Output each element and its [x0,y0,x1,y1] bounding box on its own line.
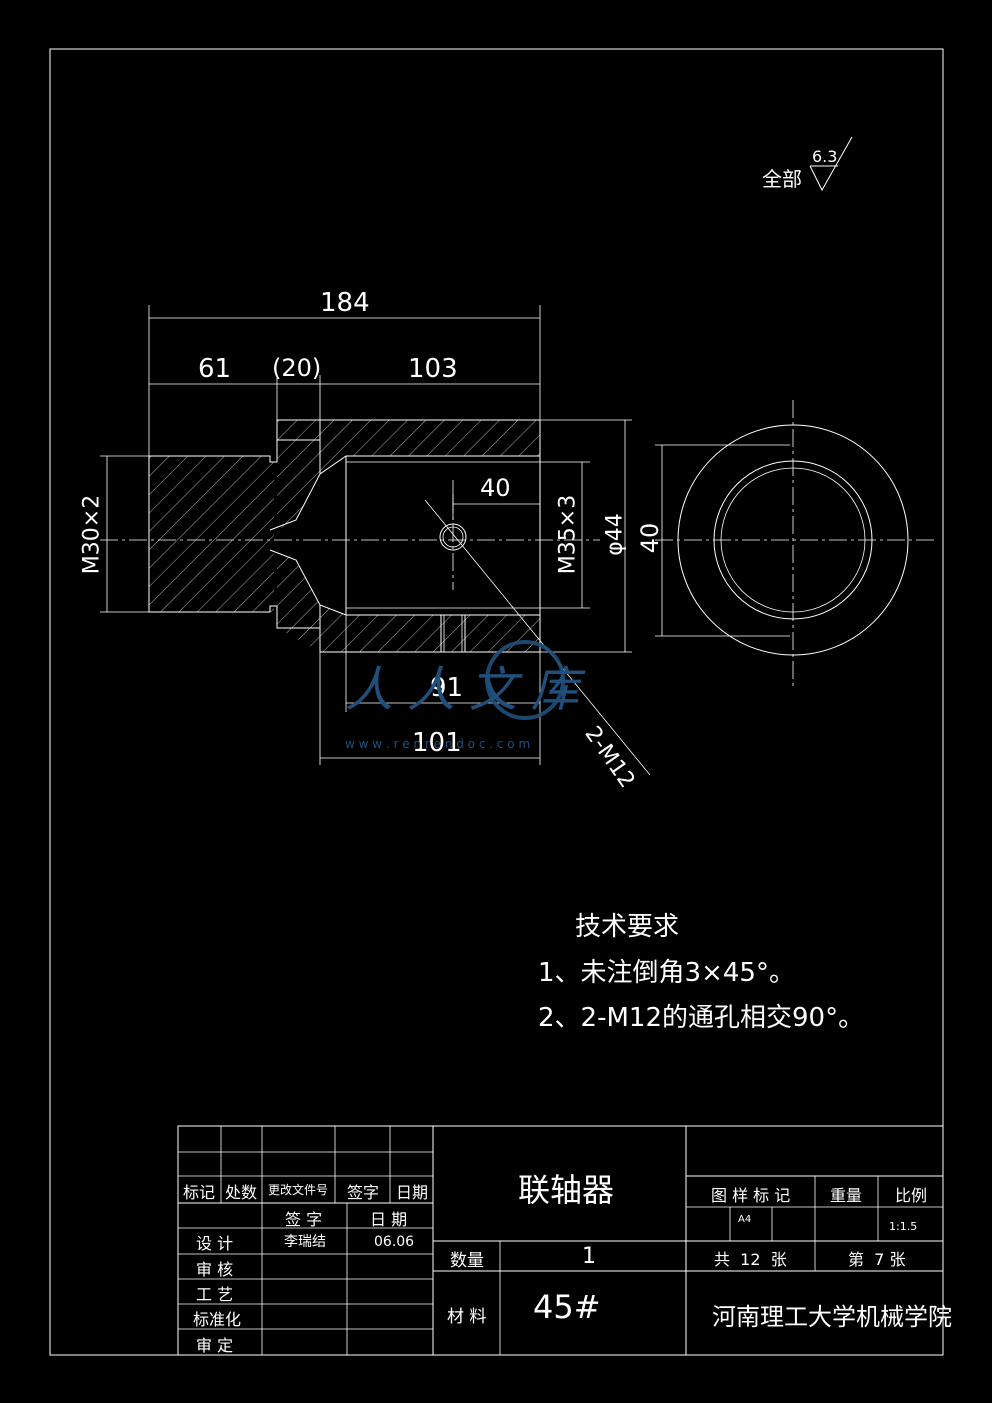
watermark [485,640,565,720]
role-process: 工 艺 [196,1285,234,1304]
roughness-value: 6.3 [812,147,838,166]
role-standard: 标准化 [193,1310,242,1329]
material-label: 材 料 [447,1307,487,1327]
dim-thread-left: M30×2 [79,494,105,575]
surface-roughness-symbol [809,136,853,192]
qty-label: 数量 [450,1251,484,1271]
dim-overall-length: 184 [320,288,370,318]
rev-header-count: 处数 [225,1183,258,1202]
dim-cross-hole: 2-M12 [579,722,640,793]
qty-value: 1 [582,1244,596,1269]
part-name: 联轴器 [518,1171,615,1209]
sheet-size: A4 [738,1214,752,1225]
dim-end-view-dia: 40 [636,522,664,554]
designer-name: 李瑞结 [284,1234,326,1250]
design-date: 06.06 [374,1234,415,1250]
hatch-left [149,456,274,612]
drawing-mark-label: 图 样 标 记 [711,1186,791,1205]
scale-label: 比例 [895,1186,928,1205]
watermark-text: 人人文库 [345,662,594,718]
title-block-grid [177,1125,944,1356]
role-review: 审 核 [196,1260,234,1279]
total-sheets: 共 12 张 [714,1250,787,1269]
sign-header: 签 字 [285,1210,323,1229]
rev-header-sign: 签字 [347,1183,380,1202]
watermark-url: w w w . r e n r e n d o c . c o m [345,737,531,751]
dimension-lines [100,305,790,776]
roughness-label: 全部 [762,167,802,191]
rev-header-doc: 更改文件号 [268,1183,329,1197]
sheet-number: 第 7 张 [848,1250,906,1269]
tech-req-item-1: 1、未注倒角3×45°。 [538,958,795,988]
dim-right-body-len: 101 [412,728,462,758]
rev-header-date: 日期 [396,1183,429,1202]
dim-right-len: 103 [408,354,458,384]
role-design: 设 计 [196,1234,234,1253]
dim-left-len: 61 [198,354,232,384]
dim-outer-dia: φ44 [602,513,628,556]
rev-header-mark: 标记 [183,1183,216,1202]
dim-thread-right: M35×3 [555,494,581,575]
weight-label: 重量 [830,1186,863,1205]
scale-value: 1:1.5 [889,1220,918,1233]
dim-hole-pos: 40 [480,474,511,502]
tech-req-item-2: 2、2-M12的通孔相交90°。 [538,1003,865,1033]
date-header: 日 期 [370,1210,408,1229]
role-approve: 审 定 [196,1336,234,1355]
hatch-bottom [277,550,540,652]
institution-name: 河南理工大学机械学院 [712,1303,952,1331]
tech-req-title: 技术要求 [575,912,680,942]
dim-groove: (20) [272,354,322,382]
section-view [100,419,600,653]
hatch-top [277,420,540,530]
end-view [655,400,935,690]
dim-bore-len: 91 [430,673,464,703]
material-value: 45# [533,1288,601,1326]
